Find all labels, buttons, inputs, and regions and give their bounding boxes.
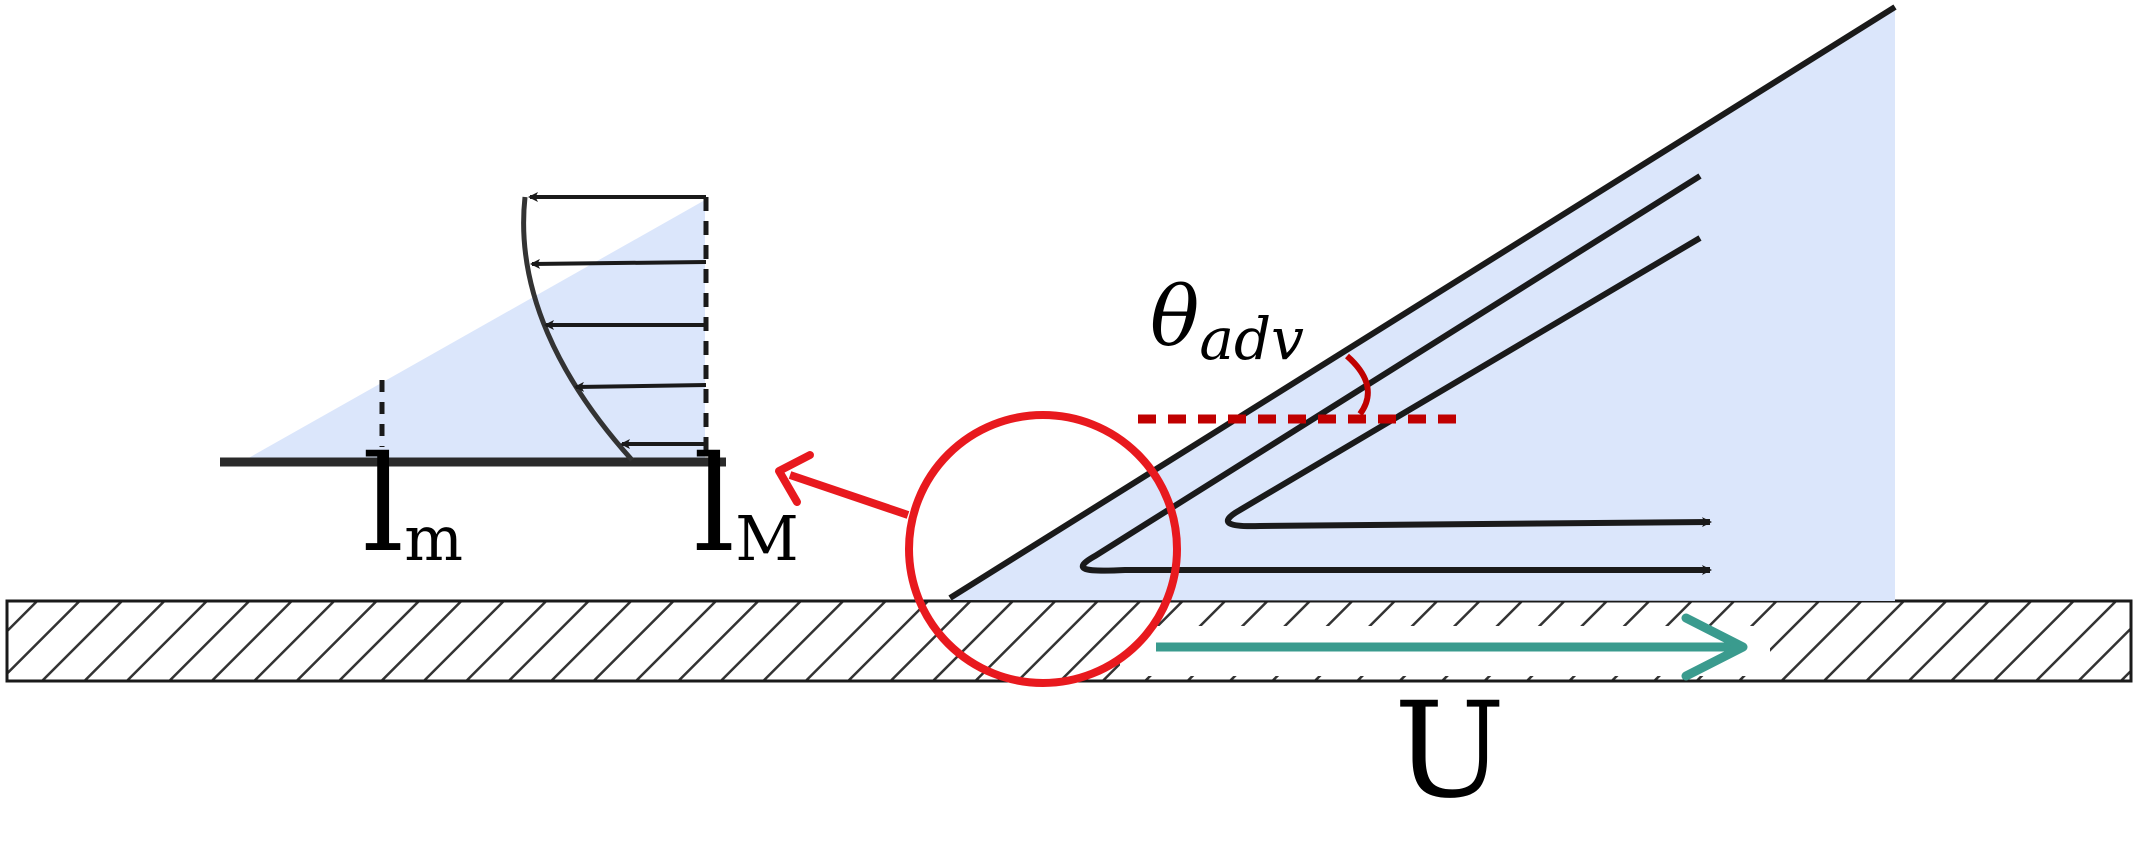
- velocity-label: U: [1394, 674, 1505, 828]
- theta-label: θadv: [1150, 270, 1304, 373]
- magnifier: [775, 411, 1181, 687]
- theta-subscript: adv: [1199, 305, 1304, 373]
- inner-length-main: l: [362, 428, 404, 582]
- inset-fill: [245, 200, 705, 460]
- streamline-outer: [1079, 173, 1712, 575]
- liquid-wedge: θadv: [948, 4, 1897, 601]
- outer-length-main: l: [693, 428, 735, 582]
- zoom-inset: lm lM: [220, 192, 799, 582]
- interface-line: [948, 4, 1897, 601]
- substrate: [5, 599, 2133, 683]
- angle-arc: [1344, 353, 1371, 416]
- outer-length-label: lM: [693, 428, 799, 582]
- magnifier-circle: [905, 411, 1181, 687]
- theta-symbol: θ: [1150, 270, 1199, 365]
- velocity-profile-curve: [521, 196, 634, 462]
- profile-arrow-2: [530, 258, 707, 269]
- inner-length-sub: m: [404, 502, 463, 575]
- magnifier-pointer: [788, 471, 910, 519]
- outer-length-sub: M: [735, 502, 798, 575]
- magnifier-pointer-head: [775, 451, 814, 506]
- wall-velocity: U: [1156, 613, 1748, 828]
- substrate-plate: [5, 599, 2133, 683]
- streamline-inner: [1224, 235, 1712, 530]
- profile-arrow-4: [574, 381, 707, 392]
- inner-length-label: lm: [362, 428, 463, 582]
- velocity-arrowhead: [1681, 613, 1748, 681]
